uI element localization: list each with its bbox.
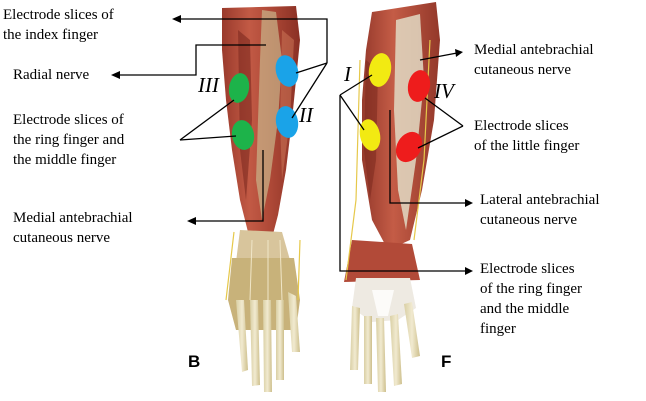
panel-label-f: F xyxy=(441,352,451,372)
label-medial-nerve-right: Medial antebrachial cutaneous nerve xyxy=(474,40,594,80)
label-ring-middle-electrodes-left: Electrode slices of the ring finger and … xyxy=(13,110,124,170)
label-line: the ring finger and xyxy=(13,130,124,150)
label-index-finger-electrodes: Electrode slices of the index finger xyxy=(3,5,114,45)
label-little-finger-electrodes: Electrode slices of the little finger xyxy=(474,116,579,156)
label-line: cutaneous nerve xyxy=(474,60,594,80)
label-line: cutaneous nerve xyxy=(480,210,600,230)
label-line: finger xyxy=(480,319,582,339)
numeral-four: IV xyxy=(434,80,454,102)
label-medial-nerve-left: Medial antebrachial cutaneous nerve xyxy=(13,208,133,248)
numeral-three: III xyxy=(198,74,219,96)
label-line: Electrode slices xyxy=(480,259,582,279)
label-line: of the little finger xyxy=(474,136,579,156)
leader-ring-middle-a xyxy=(180,100,234,140)
panel-label-b: B xyxy=(188,352,200,372)
label-line: and the middle xyxy=(480,299,582,319)
label-line: Electrode slices xyxy=(474,116,579,136)
label-line: Electrode slices of xyxy=(13,110,124,130)
label-line: the middle finger xyxy=(13,150,124,170)
numeral-one: I xyxy=(344,63,351,85)
label-line: cutaneous nerve xyxy=(13,228,133,248)
leader-ring-middle-b xyxy=(180,136,236,140)
label-lateral-nerve: Lateral antebrachial cutaneous nerve xyxy=(480,190,600,230)
label-radial-nerve: Radial nerve xyxy=(13,65,89,85)
numeral-two: II xyxy=(299,104,313,126)
label-line: Lateral antebrachial xyxy=(480,190,600,210)
label-line: Radial nerve xyxy=(13,65,89,85)
label-line: Electrode slices of xyxy=(3,5,114,25)
right-forearm xyxy=(344,2,440,392)
label-line: the index finger xyxy=(3,25,114,45)
label-line: of the ring finger xyxy=(480,279,582,299)
label-line: Medial antebrachial xyxy=(13,208,133,228)
label-line: Medial antebrachial xyxy=(474,40,594,60)
label-ring-middle-electrodes-right: Electrode slices of the ring finger and … xyxy=(480,259,582,339)
